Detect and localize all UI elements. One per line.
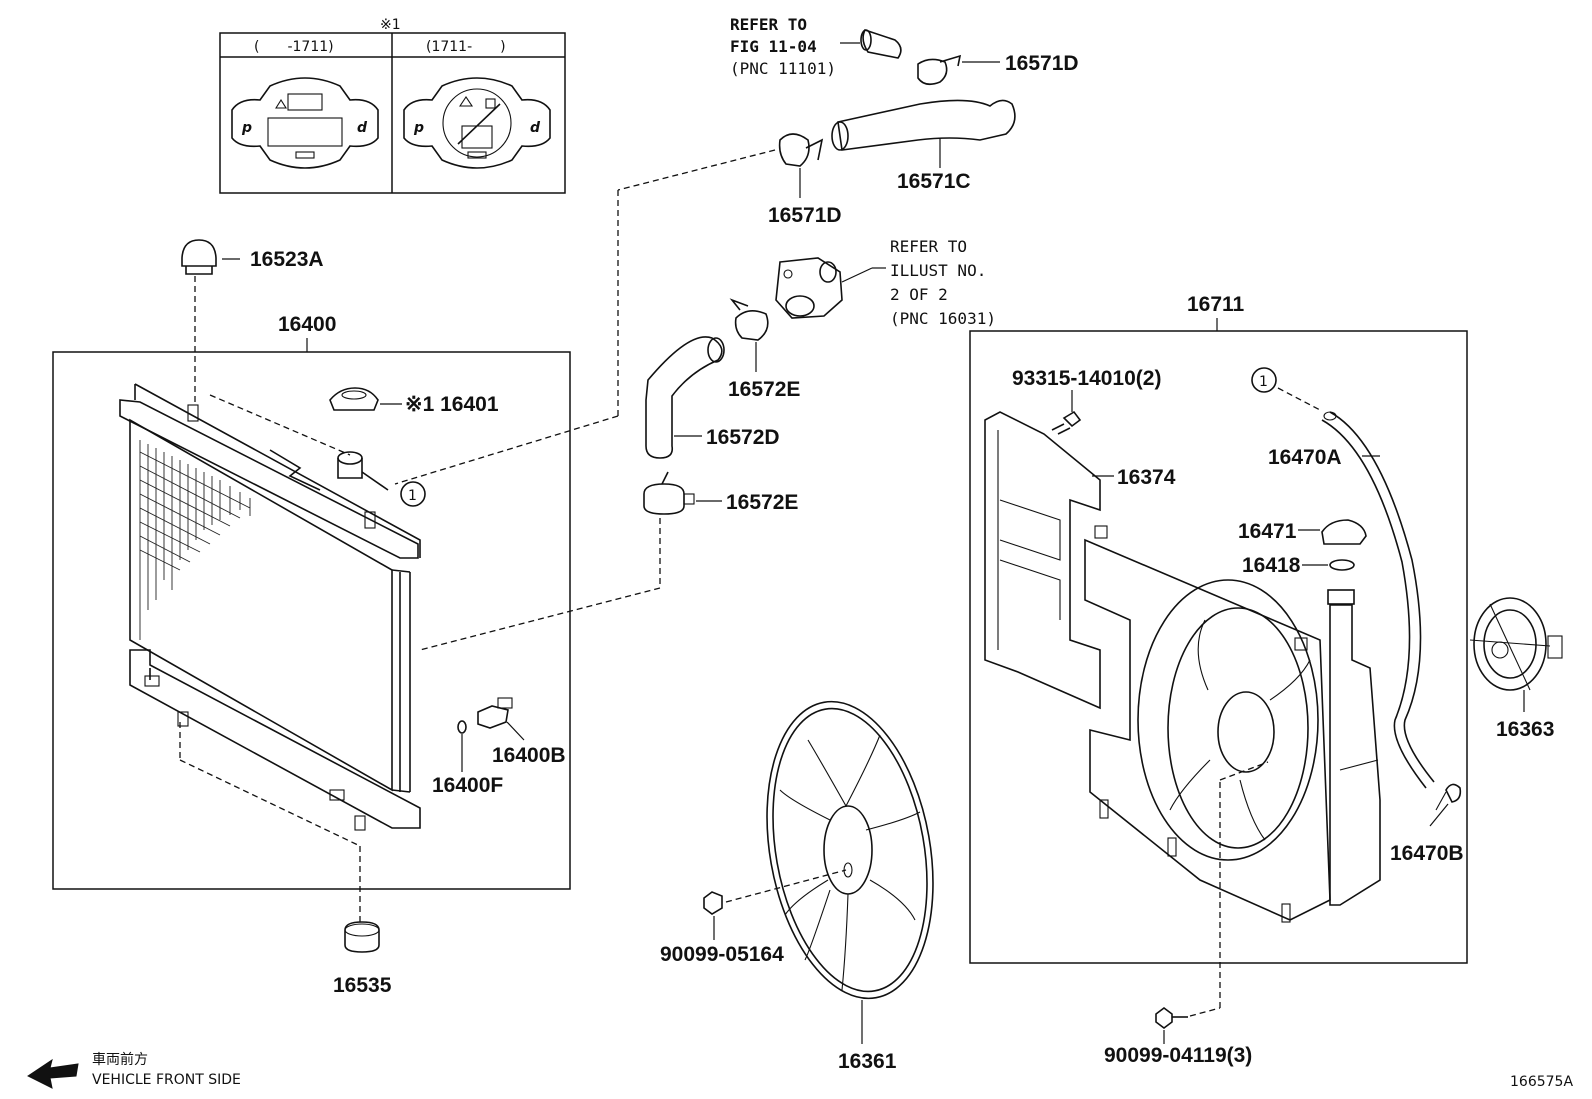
label-93315-14010: 93315-14010(2) bbox=[1012, 367, 1161, 390]
bolt-93315-14010 bbox=[1051, 410, 1082, 435]
svg-text:REFER TO: REFER TO bbox=[890, 237, 967, 256]
svg-text:ILLUST NO.: ILLUST NO. bbox=[890, 261, 986, 280]
vehicle-front-indicator: 車両前方 VEHICLE FRONT SIDE bbox=[27, 1051, 241, 1089]
svg-text:2 OF 2: 2 OF 2 bbox=[890, 285, 948, 304]
note-mark: ※1 bbox=[380, 17, 401, 33]
label-16374: 16374 bbox=[1117, 466, 1176, 489]
svg-text:(PNC 16031): (PNC 16031) bbox=[890, 309, 996, 328]
cap-variants-table: ※1 ( -1711) (1711- ) p d p d bbox=[219, 17, 566, 194]
svg-text:p: p bbox=[413, 120, 424, 136]
circle-ref-shroud: 1 bbox=[1251, 367, 1277, 393]
reserve-tank-cap-16471 bbox=[1321, 519, 1367, 545]
label-16363: 16363 bbox=[1496, 718, 1554, 741]
label-16470B: 16470B bbox=[1390, 842, 1464, 865]
part-labels: 16523A 16400 ※1 16401 16400B 16400F 1653… bbox=[250, 52, 1554, 1073]
label-16361: 16361 bbox=[838, 1050, 897, 1073]
svg-text:1: 1 bbox=[1259, 374, 1268, 390]
label-16400B: 16400B bbox=[492, 744, 566, 767]
label-16572E-top: 16572E bbox=[728, 378, 800, 401]
circle-ref-radiator: 1 bbox=[400, 481, 426, 507]
label-16711: 16711 bbox=[1187, 293, 1245, 316]
label-16535: 16535 bbox=[333, 974, 392, 997]
lower-hose-group bbox=[419, 298, 769, 651]
radiator-cap-late-icon: p d bbox=[403, 77, 551, 169]
cooling-fan-16361 bbox=[766, 700, 934, 1000]
fan-shroud bbox=[1084, 525, 1331, 923]
hose-clip-16470B bbox=[1435, 783, 1462, 811]
refer-fig-note: REFER TO FIG 11-04 (PNC 11101) bbox=[730, 15, 836, 78]
label-16470A: 16470A bbox=[1268, 446, 1342, 469]
lower-bushing-16535 bbox=[344, 921, 380, 953]
svg-text:REFER TO: REFER TO bbox=[730, 15, 807, 34]
fan-shroud-assembly-box bbox=[969, 330, 1468, 964]
fan-nut-90099-05164 bbox=[703, 891, 723, 915]
gasket-16418 bbox=[1329, 559, 1355, 571]
label-16400: 16400 bbox=[278, 313, 336, 336]
radiator-core-drawing bbox=[119, 383, 421, 831]
label-16418: 16418 bbox=[1242, 554, 1301, 577]
svg-text:d: d bbox=[357, 120, 368, 136]
svg-text:d: d bbox=[530, 120, 541, 136]
label-16571D-low: 16571D bbox=[768, 204, 842, 227]
upper-bushing-16523A bbox=[181, 239, 217, 275]
diagram-id: 166575A bbox=[1510, 1074, 1573, 1090]
overflow-hose-16470A bbox=[1321, 411, 1435, 789]
fan-motor-16363 bbox=[1469, 597, 1563, 691]
label-16401: ※1 16401 bbox=[405, 393, 499, 416]
o-ring-16400F bbox=[457, 720, 467, 734]
radiator-cap-16401 bbox=[329, 387, 379, 411]
cap-header-before: ( -1711) bbox=[254, 39, 334, 55]
label-16471: 16471 bbox=[1238, 520, 1297, 543]
cap-header-after: (1711- ) bbox=[426, 39, 506, 55]
label-16572E-low: 16572E bbox=[726, 491, 798, 514]
svg-text:FIG 11-04: FIG 11-04 bbox=[730, 37, 817, 56]
bolt-90099-04119 bbox=[1155, 1007, 1188, 1029]
air-baffle-16374 bbox=[984, 411, 1101, 710]
label-16523A: 16523A bbox=[250, 248, 324, 271]
front-side-english: VEHICLE FRONT SIDE bbox=[92, 1072, 241, 1088]
refer-illust-note: REFER TO ILLUST NO. 2 OF 2 (PNC 16031) bbox=[890, 237, 996, 328]
label-90099-04119: 90099-04119(3) bbox=[1104, 1044, 1252, 1067]
label-16571D-top: 16571D bbox=[1005, 52, 1079, 75]
upper-hose-group bbox=[394, 29, 1016, 485]
svg-text:p: p bbox=[241, 120, 252, 136]
label-16400F: 16400F bbox=[432, 774, 503, 797]
label-16572D: 16572D bbox=[706, 426, 780, 449]
radiator-assembly-box bbox=[52, 351, 571, 890]
water-outlet-housing bbox=[775, 257, 886, 319]
label-90099-05164: 90099-05164 bbox=[660, 943, 784, 966]
svg-text:1: 1 bbox=[408, 488, 417, 504]
radiator-cap-early-icon: p d bbox=[231, 77, 379, 169]
front-side-japanese: 車両前方 bbox=[92, 1051, 148, 1068]
label-16571C: 16571C bbox=[897, 170, 971, 193]
drain-plug-16400B bbox=[477, 697, 513, 729]
arrow-left-icon bbox=[27, 1058, 79, 1089]
svg-text:(PNC 11101): (PNC 11101) bbox=[730, 59, 836, 78]
reserve-tank bbox=[1327, 589, 1381, 906]
